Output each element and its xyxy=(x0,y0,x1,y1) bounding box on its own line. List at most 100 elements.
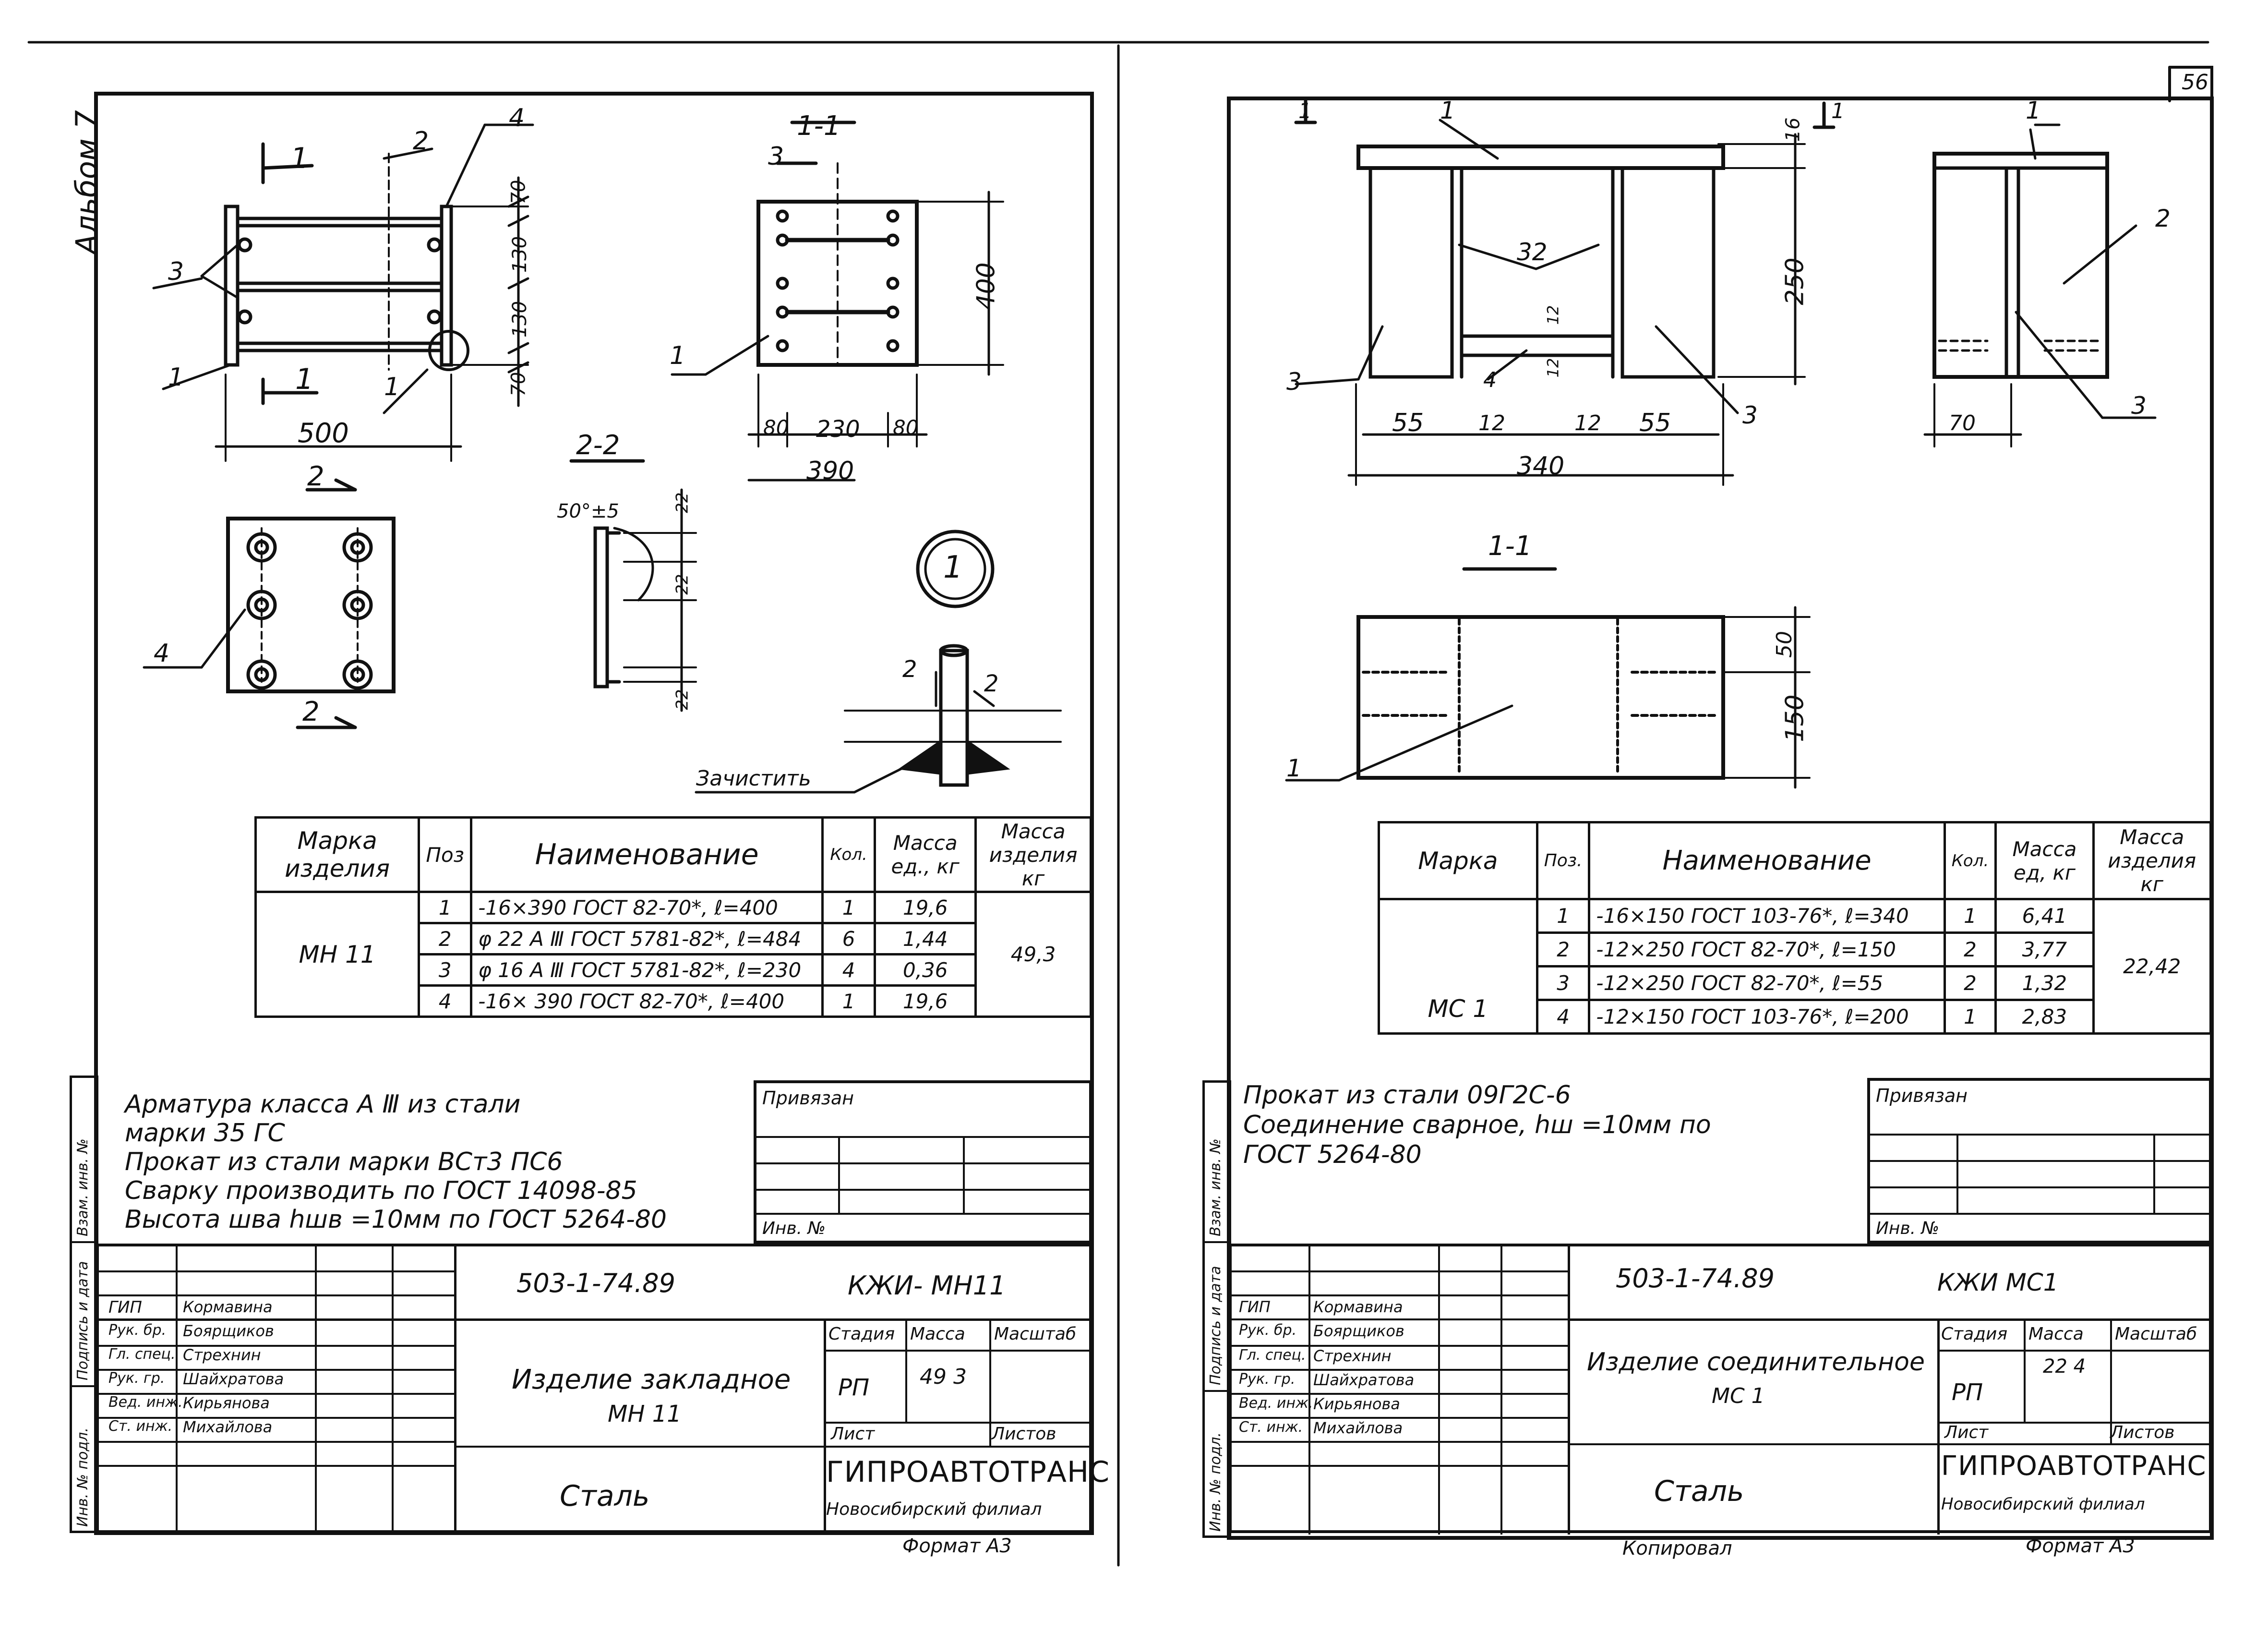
callout-2-side: 2 xyxy=(2155,205,2171,232)
row-mass: 0,36 xyxy=(874,953,977,987)
row-name: -12×150 ГОСТ 103-76*, ℓ=200 xyxy=(1588,999,1946,1035)
sheet-label: Лист xyxy=(831,1424,875,1444)
person: Шайхратова xyxy=(183,1370,284,1388)
stamp-doc: КЖИ- МН11 xyxy=(848,1270,1006,1301)
row-mass: 1,32 xyxy=(1994,965,2095,1001)
section-title-1-1: 1-1 xyxy=(797,110,841,142)
person: Михайлова xyxy=(1313,1419,1403,1437)
dim-390: 390 xyxy=(806,457,854,485)
row-name: -16× 390 ГОСТ 82-70*, ℓ=400 xyxy=(470,984,824,1018)
person: Кирьянова xyxy=(183,1394,270,1412)
row-pos: 2 xyxy=(1536,931,1591,967)
callout-1-section: 1 xyxy=(670,341,686,370)
person: Кирьянова xyxy=(1313,1395,1400,1413)
role: Вед. инж. xyxy=(1239,1395,1313,1412)
left-notes: Арматура класса A Ⅲ из стали марки 35 ГС… xyxy=(125,1090,667,1234)
right-front-view xyxy=(1294,99,1836,486)
section-mark-bottom: 1 xyxy=(295,363,314,396)
callout-4-front: 4 xyxy=(1483,368,1497,392)
callout-3-left: 3 xyxy=(1286,368,1302,396)
note-line: ГОСТ 5264-80 xyxy=(1243,1140,1422,1169)
dim-500: 500 xyxy=(298,418,349,449)
dim-340: 340 xyxy=(1517,452,1565,481)
margin-replace-inv: Взам. инв. № xyxy=(74,1138,91,1236)
note-line: Прокат из стали 09Г2С-6 xyxy=(1243,1081,1571,1110)
stage-value: РП xyxy=(838,1374,870,1401)
note-line: Соединение сварное, hш =10мм по xyxy=(1243,1111,1711,1139)
person: Шайхратова xyxy=(1313,1371,1415,1389)
org-branch: Новосибирский филиал xyxy=(826,1499,1042,1519)
stamp-code: 503-1-74.89 xyxy=(516,1268,675,1298)
header-unit-mass: Масса ед, кг xyxy=(1994,821,2095,900)
person: Кормавина xyxy=(1313,1298,1403,1316)
row-name: -12×250 ГОСТ 82-70*, ℓ=150 xyxy=(1588,931,1946,967)
stamp-material: Сталь xyxy=(1654,1475,1744,1508)
right-format: Формат А3 xyxy=(2026,1535,2135,1557)
album-label: Альбом 7 xyxy=(69,110,104,254)
view-mark-2-bottom: 2 xyxy=(302,696,320,727)
row-mass: 3,77 xyxy=(1994,931,2095,967)
role: Рук. бр. xyxy=(1239,1322,1297,1339)
role: Ст. инж. xyxy=(1239,1419,1303,1436)
dim-130-a: 130 xyxy=(509,236,531,273)
callout-1-left: 1 xyxy=(168,363,184,392)
header-name: Наименование xyxy=(1588,821,1946,900)
callout-3-section: 3 xyxy=(768,142,784,171)
row-pos: 4 xyxy=(1536,999,1591,1035)
right-margin-strip: Взам. инв. № Подпись и дата Инв. № подл. xyxy=(1202,1080,1231,1538)
header-pos: Поз. xyxy=(1536,821,1591,900)
dim-12-vertical-b: 12 xyxy=(1544,358,1562,378)
dim-400: 400 xyxy=(972,262,1001,310)
mass-value: 22 4 xyxy=(2043,1355,2086,1378)
row-pos: 1 xyxy=(418,891,473,924)
header-mark: Марка изделия xyxy=(254,816,420,893)
header-pos: Поз xyxy=(418,816,473,893)
left-title-block: ГИП Рук. бр. Гл. спец. Рук. гр. Вед. инж… xyxy=(96,1244,1109,1535)
person: Михайлова xyxy=(183,1418,273,1436)
mass-label: Масса xyxy=(910,1324,965,1344)
right-frame xyxy=(1227,97,2214,1540)
row-qty: 4 xyxy=(821,953,876,987)
role: Вед. инж. xyxy=(108,1394,183,1411)
mass-value: 49 3 xyxy=(920,1365,967,1389)
role: Ст. инж. xyxy=(108,1418,173,1435)
callout-1-plan: 1 xyxy=(1286,754,1302,782)
sheets-label: Листов xyxy=(992,1424,1056,1444)
section-title-1-1: 1-1 xyxy=(1488,531,1532,562)
dim-70: 70 xyxy=(1949,411,1976,435)
row-pos: 1 xyxy=(1536,898,1591,934)
binding-label: Привязан xyxy=(1876,1085,1968,1106)
row-pos: 3 xyxy=(1536,965,1591,1001)
dim-55-right: 55 xyxy=(1639,409,1671,437)
role: ГИП xyxy=(108,1298,142,1317)
spec-mark: МС 1 xyxy=(1378,898,1538,1035)
row-name: φ 22 A Ⅲ ГОСТ 5781-82*, ℓ=484 xyxy=(470,922,824,955)
person: Стрехнин xyxy=(1313,1347,1392,1365)
row-mass: 1,44 xyxy=(874,922,977,955)
weld-label-right: 2 xyxy=(984,670,999,697)
margin-orig-inv: Инв. № подл. xyxy=(1207,1432,1224,1532)
callout-2: 2 xyxy=(413,127,429,156)
row-mass: 19,6 xyxy=(874,984,977,1018)
scale-label: Масштаб xyxy=(2115,1324,2197,1344)
row-qty: 2 xyxy=(1943,965,1997,1001)
row-name: φ 16 A Ⅲ ГОСТ 5781-82*, ℓ=230 xyxy=(470,953,824,987)
left-margin-strip: Взам. инв. № Подпись и дата Инв. № подл. xyxy=(70,1076,98,1533)
margin-sign-date: Подпись и дата xyxy=(1207,1266,1224,1386)
callout-32: 32 xyxy=(1517,238,1548,266)
dim-22-b: 22 xyxy=(672,574,692,595)
dim-70-bottom: 70 xyxy=(507,372,530,397)
callout-1-right: 1 xyxy=(384,373,400,401)
left-binding-box: Привязан Инв. № xyxy=(754,1080,1092,1244)
row-qty: 2 xyxy=(1943,931,1997,967)
row-pos: 3 xyxy=(418,953,473,987)
org-branch: Новосибирский филиал xyxy=(1941,1495,2145,1514)
header-total-mass: Масса изделия кг xyxy=(2092,821,2212,900)
scale-label: Масштаб xyxy=(994,1324,1077,1344)
note-line: Арматура класса A Ⅲ из стали xyxy=(125,1090,521,1119)
inventory-label: Инв. № xyxy=(1876,1219,1940,1238)
dim-22-a: 22 xyxy=(672,492,692,513)
dim-12-left: 12 xyxy=(1478,411,1505,435)
stage-label: Стадия xyxy=(828,1324,895,1344)
note-line: Прокат из стали марки ВСт3 ПС6 xyxy=(125,1148,563,1176)
